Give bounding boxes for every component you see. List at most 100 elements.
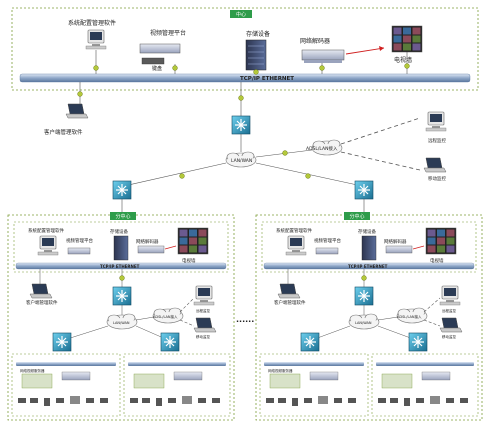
sub-video-platform-label: 视频管理平台 xyxy=(314,237,341,244)
sub-right-switch-icon xyxy=(408,332,428,352)
sub-adsl-label: ADSL/LAN接入 xyxy=(153,314,178,319)
sub-tvwall-icon xyxy=(177,227,209,255)
sub-adsl-label: ADSL/LAN接入 xyxy=(397,314,422,319)
sub-bus-label: TCP/IP ETHERNET xyxy=(100,264,140,269)
sub-switch-icon xyxy=(112,286,132,306)
storage-icon xyxy=(245,39,267,71)
camera-icon xyxy=(304,398,312,403)
camera-icon xyxy=(30,398,38,403)
site-dvr-b-icon xyxy=(133,373,165,389)
sub-center-tag-label: 分中心 xyxy=(349,213,364,220)
camera-icon xyxy=(142,398,150,403)
sub-site-frame-a xyxy=(11,353,121,417)
device-icon xyxy=(430,396,440,404)
video-platform-label: 视频管理平台 xyxy=(150,29,186,37)
camera-icon xyxy=(156,398,162,406)
camera-icon xyxy=(446,398,454,403)
sub-remote-pc-icon xyxy=(439,285,461,306)
site-bus-b xyxy=(128,362,226,366)
remote-monitor-label: 远程监控 xyxy=(428,137,446,144)
tvwall-icon xyxy=(391,25,423,53)
sub-center-tag xyxy=(344,212,370,220)
site-dvr-a-icon xyxy=(269,373,301,389)
site-bus-a xyxy=(16,362,116,366)
center-zone: 中心 系统配置管理软件 视频管理平台 键盘 存储设备 网络解码器 电视墙 TCP… xyxy=(11,7,479,91)
sub-storage-label: 存储设备 xyxy=(358,228,376,235)
sub-video-platform-icon xyxy=(315,247,339,255)
sub-mobile-laptop-icon xyxy=(193,317,217,333)
sub-mgmt-software-label: 系统配置管理软件 xyxy=(276,227,312,234)
remote-monitor-pc-icon xyxy=(425,111,447,132)
sub-left-switch-icon xyxy=(52,332,72,352)
sub-remote-monitor-label: 远程监控 xyxy=(196,308,210,313)
camera-icon xyxy=(390,398,398,403)
decoder-to-tvwall-arrow xyxy=(345,47,385,55)
site-encoder-b-icon xyxy=(173,371,203,381)
camera-icon xyxy=(198,398,206,403)
sub-client-laptop-icon xyxy=(29,283,53,299)
node-dot-icon xyxy=(238,95,244,101)
camera-icon xyxy=(378,398,386,403)
sub-ethernet-bus xyxy=(15,262,227,270)
sub-decoder-icon xyxy=(385,245,413,254)
camera-icon xyxy=(334,398,342,403)
camera-icon xyxy=(56,398,64,403)
node-dot-icon xyxy=(404,63,410,69)
left-branch-switch-icon xyxy=(112,180,132,200)
camera-icon xyxy=(212,398,220,403)
node-dot-icon xyxy=(93,65,99,71)
node-dot-icon xyxy=(361,275,367,281)
sub-arrow xyxy=(412,245,425,250)
decoder-base xyxy=(304,60,342,63)
sub-bus-label: TCP/IP ETHERNET xyxy=(348,264,388,269)
sub-remote-pc-icon xyxy=(193,285,215,306)
adsl-access-label: ADSL/LAN接入 xyxy=(306,145,338,152)
node-dot-icon xyxy=(253,69,259,75)
sub-storage-icon xyxy=(361,235,377,261)
decoder-icon xyxy=(301,49,345,61)
node-dot-icon xyxy=(77,91,83,97)
site-dvr-b-icon xyxy=(381,373,413,389)
sub-client-software-label: 客户端管理软件 xyxy=(26,299,58,306)
sub-storage-icon xyxy=(113,235,129,261)
sub-mgmt-software-label: 系统配置管理软件 xyxy=(28,227,64,234)
camera-icon xyxy=(416,398,424,403)
ellipsis: ...... xyxy=(236,315,254,324)
camera-icon xyxy=(168,398,176,403)
sub-switch-icon xyxy=(354,286,374,306)
mobile-monitor-laptop-icon xyxy=(423,157,447,173)
sub-mobile-laptop-icon xyxy=(439,317,463,333)
device-icon xyxy=(318,396,328,404)
sub-arrow xyxy=(164,245,177,250)
camera-icon xyxy=(278,398,286,403)
site-cameras-b xyxy=(378,396,468,406)
mgmt-software-label: 系统配置管理软件 xyxy=(68,19,116,27)
node-dot-icon xyxy=(119,275,125,281)
sub-center-right: 分中心 系统配置管理软件 视频管理平台 存储设备 网络解码器 电视墙 TCP/I… xyxy=(255,212,483,421)
camera-icon xyxy=(100,398,108,403)
sub-lan-wan-label: LAN/WAN xyxy=(355,321,372,325)
node-dot-icon xyxy=(282,150,288,156)
sub-center-tag-label: 分中心 xyxy=(115,213,130,220)
device-icon xyxy=(70,396,80,404)
center-frame xyxy=(11,7,479,91)
sub-video-platform-label: 视频管理平台 xyxy=(66,237,93,244)
center-tag xyxy=(230,10,252,18)
node-dot-icon xyxy=(172,65,178,71)
sub-video-platform-icon xyxy=(67,247,91,255)
client-laptop-group: 客户端管理软件 xyxy=(44,82,89,136)
sub-center-tag xyxy=(110,212,136,220)
site-encoder-a-icon xyxy=(309,371,339,381)
sub-left-switch-icon xyxy=(300,332,320,352)
camera-icon xyxy=(86,398,94,403)
camera-icon xyxy=(18,398,26,403)
sub-tvwall-label: 电视墙 xyxy=(182,257,196,264)
lan-wan-label: LAN/WAN xyxy=(231,158,252,164)
sub-center-left: 分中心 系统配置管理软件 视频管理平台 存储设备 网络解码器 电视墙 TCP/I… xyxy=(7,212,235,421)
sub-mobile-monitor-label: 移动监控 xyxy=(196,334,210,339)
sub-mgmt-pc-icon xyxy=(285,235,307,256)
node-dot-icon xyxy=(179,173,185,179)
sub-site-frame-b xyxy=(123,353,231,417)
sub-client-laptop-icon xyxy=(277,283,301,299)
